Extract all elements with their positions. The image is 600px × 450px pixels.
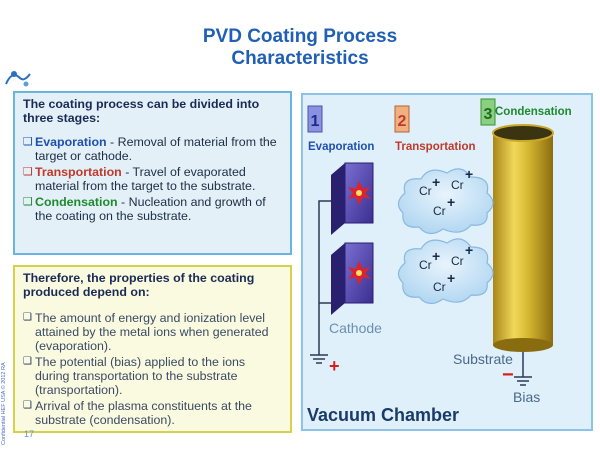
stage-tile-2: 2 xyxy=(394,105,410,133)
bias-label: Bias xyxy=(513,389,540,405)
svg-text:+: + xyxy=(432,174,440,190)
stage-tile-1: 1 xyxy=(307,105,323,133)
svg-text:2: 2 xyxy=(398,113,407,130)
svg-text:+: + xyxy=(447,194,455,210)
square-bullet-icon: ❑ xyxy=(23,136,33,148)
svg-text:Cr: Cr xyxy=(419,258,432,272)
stage-name: Evaporation xyxy=(35,135,107,149)
svg-text:3: 3 xyxy=(484,106,493,123)
property-item: ❑ The potential (bias) applied to the io… xyxy=(23,355,282,397)
properties-heading: Therefore, the properties of the coating… xyxy=(23,271,255,299)
property-item: ❑ Arrival of the plasma constituents at … xyxy=(23,399,282,427)
logo-icon xyxy=(5,71,31,87)
svg-text:Cr: Cr xyxy=(433,204,446,218)
label-condensation: Condensation xyxy=(495,106,572,118)
stage-name: Condensation xyxy=(35,195,118,209)
svg-text:+: + xyxy=(447,270,455,286)
svg-text:+: + xyxy=(465,166,473,182)
property-text: The amount of energy and ionization leve… xyxy=(35,311,269,353)
svg-text:Cr: Cr xyxy=(419,184,432,198)
stage-transportation: ❑ Transportation - Travel of evaporated … xyxy=(23,165,282,193)
square-bullet-icon: ❑ xyxy=(23,196,33,208)
label-transportation: Transportation xyxy=(395,141,476,153)
stage-description: - Travel of evaporated material from the… xyxy=(35,165,256,193)
square-bullet-icon: ❑ xyxy=(23,356,32,367)
properties-box: Therefore, the properties of the coating… xyxy=(13,265,292,433)
substrate-label: Substrate xyxy=(453,351,513,367)
ground-symbol-right xyxy=(514,376,532,386)
svg-text:+: + xyxy=(432,248,440,264)
stages-box: The coating process can be divided into … xyxy=(13,91,292,255)
property-text: Arrival of the plasma constituents at th… xyxy=(35,399,252,427)
square-bullet-icon: ❑ xyxy=(23,400,32,411)
title-line-2: Characteristics xyxy=(231,48,369,69)
stage-description: - Nucleation and growth of the coating o… xyxy=(35,195,266,223)
vacuum-chamber-diagram: 1 2 3 Evaporation Transportation Condens… xyxy=(301,93,593,431)
property-item: ❑ The amount of energy and ionization le… xyxy=(23,311,282,353)
ground-symbol-left xyxy=(310,354,328,364)
stage-condensation: ❑ Condensation - Nucleation and growth o… xyxy=(23,195,282,223)
square-bullet-icon: ❑ xyxy=(23,166,33,178)
cathode-label: Cathode xyxy=(329,320,382,336)
substrate-cylinder xyxy=(492,124,554,352)
square-bullet-icon: ❑ xyxy=(23,312,32,323)
stage-evaporation: ❑ Evaporation - Removal of material from… xyxy=(23,135,282,163)
plasma-cloud-lower: Cr + Cr + Cr + xyxy=(397,238,494,305)
target-lower xyxy=(331,242,374,315)
page-title: PVD Coating Process Characteristics xyxy=(0,26,600,70)
svg-text:1: 1 xyxy=(311,113,320,130)
cathode-wire xyxy=(318,200,331,355)
svg-text:Cr: Cr xyxy=(451,254,464,268)
stage-description: - Removal of material from the target or… xyxy=(35,135,277,163)
plus-sign: + xyxy=(329,356,340,376)
stages-heading: The coating process can be divided into … xyxy=(23,97,260,125)
svg-text:Cr: Cr xyxy=(433,280,446,294)
title-line-1: PVD Coating Process xyxy=(202,26,398,47)
stage-tile-3: 3 xyxy=(480,98,496,126)
plasma-cloud-upper: Cr + Cr + Cr + xyxy=(397,166,494,235)
svg-text:Cr: Cr xyxy=(451,178,464,192)
page-number: 17 xyxy=(24,429,35,439)
property-text: The potential (bias) applied to the ions… xyxy=(35,355,246,397)
copyright-text: Confidential HEF USA © 2012 RA xyxy=(1,362,7,445)
svg-text:+: + xyxy=(465,242,473,258)
label-evaporation: Evaporation xyxy=(308,141,374,153)
chamber-label: Vacuum Chamber xyxy=(307,405,459,425)
minus-sign: − xyxy=(502,364,514,386)
target-upper xyxy=(331,162,374,235)
stage-name: Transportation xyxy=(35,165,122,179)
